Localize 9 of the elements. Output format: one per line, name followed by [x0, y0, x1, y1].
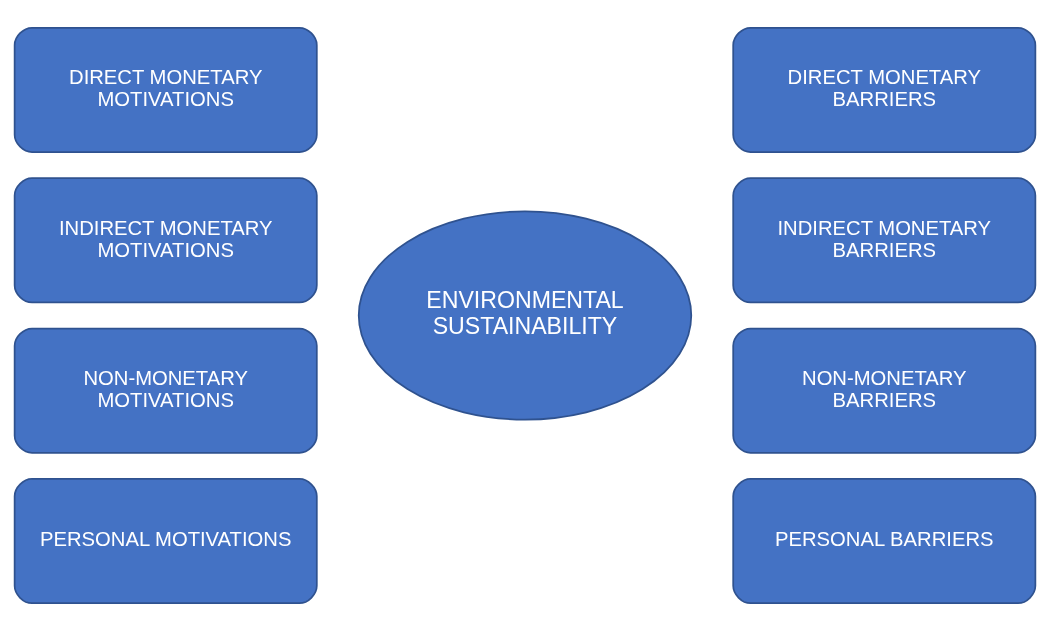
- node-box: INDIRECT MONETARY BARRIERS: [732, 177, 1037, 304]
- node-box: NON-MONETARY MOTIVATIONS: [13, 327, 318, 454]
- node-box: PERSONAL BARRIERS: [732, 478, 1037, 605]
- node-ellipse: ENVIRONMENTAL SUSTAINABILITY: [357, 210, 693, 421]
- node-box: DIRECT MONETARY MOTIVATIONS: [13, 26, 318, 153]
- node-box: DIRECT MONETARY BARRIERS: [732, 26, 1037, 153]
- node-box: PERSONAL MOTIVATIONS: [13, 478, 318, 605]
- node-box: INDIRECT MONETARY MOTIVATIONS: [13, 177, 318, 304]
- node-box: NON-MONETARY BARRIERS: [732, 327, 1037, 454]
